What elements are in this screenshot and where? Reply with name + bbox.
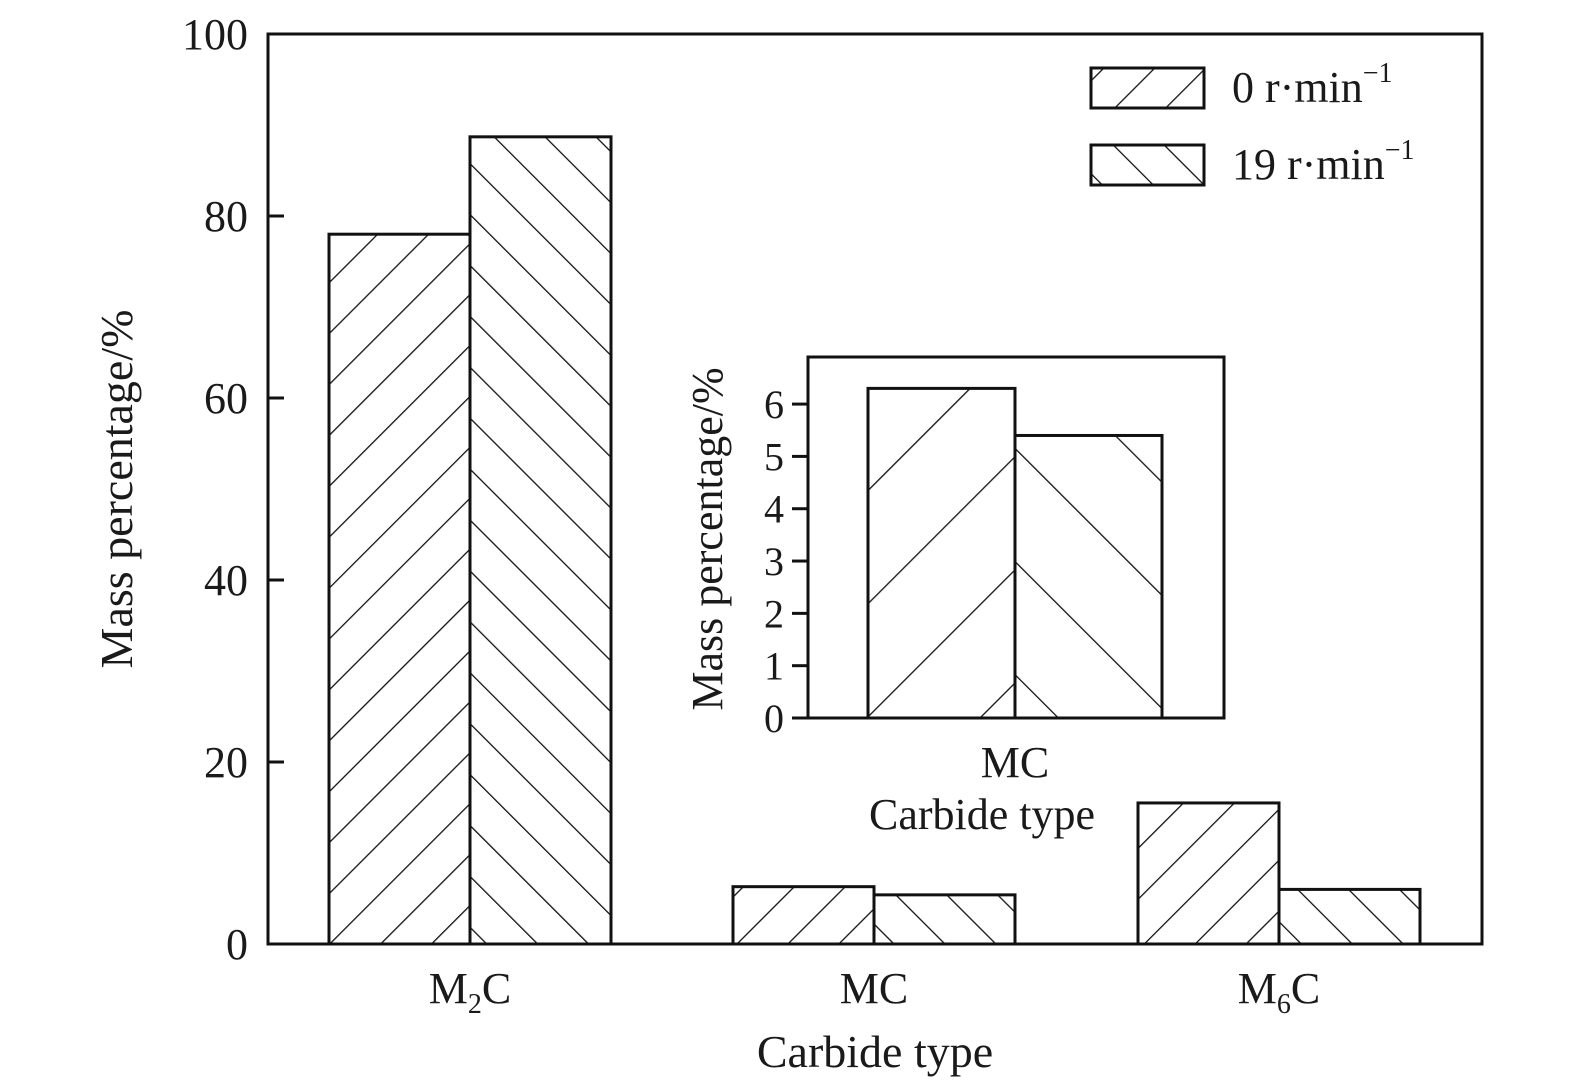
inset-bar-series-0 xyxy=(866,386,1017,720)
x-axis-ticks: M2C MC M6C xyxy=(429,964,1320,1020)
inset-y-tick-label: 5 xyxy=(764,434,784,479)
y-axis-ticks: 0 20 40 60 80 100 xyxy=(182,10,284,969)
x-axis-title: Carbide type xyxy=(757,1026,993,1077)
x-tick-label-m6c: M6C xyxy=(1238,964,1320,1020)
inset-y-axis-ticks: 0 1 2 3 4 5 6 xyxy=(764,382,808,741)
y-tick-label: 40 xyxy=(204,556,248,605)
inset-x-axis-title: Carbide type xyxy=(869,790,1095,839)
y-tick-label: 80 xyxy=(204,192,248,241)
bar-m2c-series-1 xyxy=(468,135,613,946)
inset-y-tick-label: 6 xyxy=(764,382,784,427)
y-tick-label: 60 xyxy=(204,374,248,423)
y-tick-label: 20 xyxy=(204,738,248,787)
y-tick-label: 100 xyxy=(182,10,248,59)
inset-y-tick-label: 3 xyxy=(764,539,784,584)
bar-series xyxy=(327,135,1422,946)
legend-swatch-series-1 xyxy=(1089,143,1206,187)
inset-y-axis-title: Mass percentage/% xyxy=(683,367,732,710)
legend-label-series-0: 0 r·min−1 xyxy=(1232,58,1393,112)
inset-y-tick-label: 4 xyxy=(764,487,784,532)
y-axis-title: Mass percentage/% xyxy=(91,310,142,669)
legend-label-series-1: 19 r·min−1 xyxy=(1232,135,1415,189)
bar-m2c-series-0 xyxy=(327,232,472,946)
inset-x-tick-label: MC xyxy=(981,738,1049,787)
inset-bar-series xyxy=(866,386,1164,720)
legend-swatch-series-0 xyxy=(1089,66,1206,110)
inset-bar-series-1 xyxy=(1013,433,1164,720)
inset-y-tick-label: 0 xyxy=(764,696,784,741)
y-tick-label: 0 xyxy=(226,920,248,969)
bar-mc-series-0 xyxy=(731,885,876,946)
legend: 0 r·min−1 19 r·min−1 xyxy=(1089,58,1415,189)
inset-chart: 0 1 2 3 4 5 6 MC Carbide type Mass percentage/… xyxy=(683,355,1226,839)
bar-m6c-series-1 xyxy=(1277,887,1422,946)
x-tick-label-m2c: M2C xyxy=(429,964,511,1020)
bar-m6c-series-0 xyxy=(1136,801,1281,946)
inset-y-tick-label: 1 xyxy=(764,644,784,689)
bar-mc-series-1 xyxy=(872,893,1017,946)
inset-y-tick-label: 2 xyxy=(764,591,784,636)
x-tick-label-mc: MC xyxy=(840,964,908,1013)
